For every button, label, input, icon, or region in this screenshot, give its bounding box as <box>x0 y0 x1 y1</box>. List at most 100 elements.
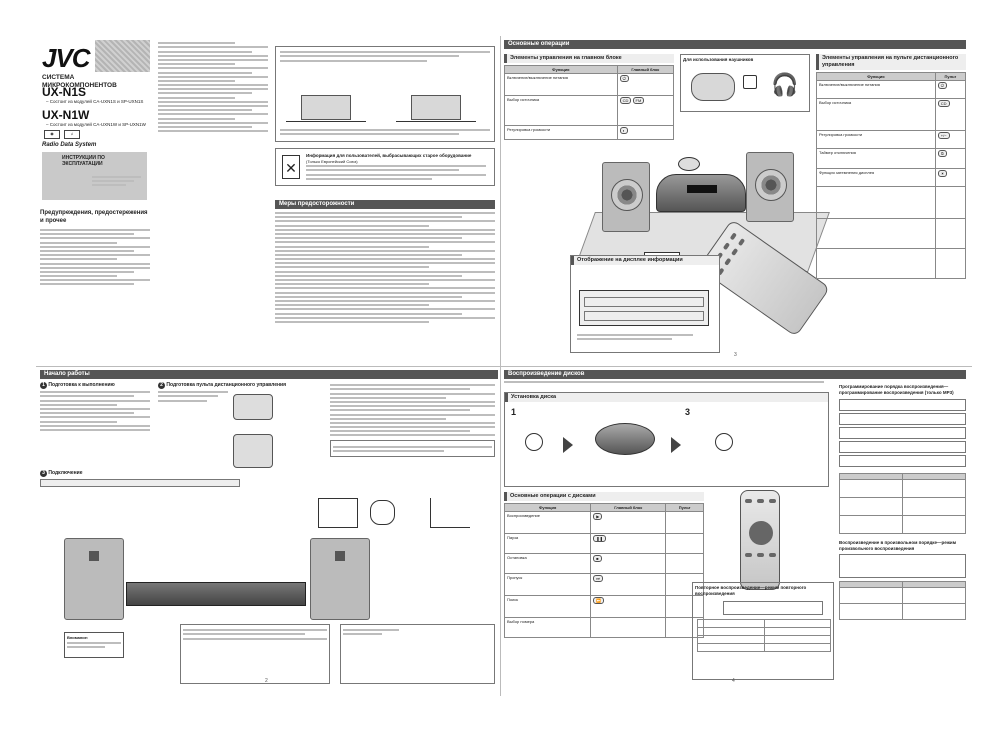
cover-instruction-box: ИНСТРУКЦИИ ПО ЭКСПЛУАТАЦИИ <box>42 152 147 200</box>
caution-box: Внимание: <box>64 632 124 658</box>
page-basic-operations: Основные операции Элементы управления на… <box>504 40 966 362</box>
display-indicators-title: Отображение на дисплее информации <box>571 256 719 265</box>
connection-section: 3 Подключение <box>40 470 495 487</box>
q4-remote-control <box>740 490 780 590</box>
model-2-sub: – Состоит из модулей CA-UXN1W и SP-UXN1W <box>46 122 146 127</box>
speaker-wire-box <box>180 624 330 684</box>
q3-main-unit-back <box>126 582 306 606</box>
page-cover: JVC СИСТЕМА МИКРОКОМПОНЕНТОВ UX-N1S – Со… <box>40 40 498 362</box>
battery-compartment <box>233 394 273 420</box>
system-name: СИСТЕМА МИКРОКОМПОНЕНТОВ <box>42 74 117 90</box>
page-number-2: 2 <box>265 678 268 684</box>
fold-horizontal <box>36 366 972 367</box>
q3-right-speaker <box>310 538 370 620</box>
mp3-logo-icon: ♫ <box>64 130 80 139</box>
remote-sleep-button[interactable]: ⏲ <box>937 149 947 157</box>
precautions-block: Предупреждения, предостережения и прочее <box>40 210 150 360</box>
eu-recycling-box: ✕ Информация для пользователей, выбрасыв… <box>275 148 495 186</box>
brand-logo: JVC <box>42 43 91 73</box>
skip-button[interactable]: ⏭ <box>593 574 603 582</box>
remote-prep: 2 Подготовка пульта дистанционного управ… <box>158 382 328 472</box>
eu-title: Информация для пользователей, выбрасываю… <box>306 153 472 158</box>
unit-display <box>687 185 717 193</box>
pause-button[interactable]: ❚❚ <box>593 534 606 542</box>
model-2: UX-N1W <box>42 108 90 122</box>
power-prep: 1 Подготовка к выполнению <box>40 382 150 433</box>
remote-controls: Элементы управления на пульте дистанцион… <box>816 54 966 279</box>
volume-knob[interactable]: ◐ <box>619 126 629 134</box>
instructions-title: ИНСТРУКЦИИ ПО ЭКСПЛУАТАЦИИ <box>62 155 105 168</box>
warnings-column <box>158 40 268 190</box>
remote-power-button[interactable]: ⏻ <box>937 81 947 89</box>
page-disc-playback: Воспроизведение дисков Установка диска 1… <box>504 370 966 688</box>
right-speaker <box>746 152 794 222</box>
power-button[interactable]: ⏻ <box>619 74 629 82</box>
unit-side-view <box>301 95 351 120</box>
headphone-jack-icon <box>743 75 757 89</box>
cover-stripe <box>95 40 150 72</box>
fm-am-button[interactable]: FM <box>632 96 645 104</box>
stop-button[interactable]: ■ <box>593 554 602 562</box>
model-1: UX-N1S <box>42 85 87 99</box>
getting-started-heading: Начало работы <box>40 370 498 379</box>
remote-volume-button[interactable]: +/− <box>937 131 950 139</box>
step3-play-icon <box>715 433 733 451</box>
play-button[interactable]: ▶ <box>593 512 603 520</box>
remote-dpad[interactable] <box>749 521 773 545</box>
step1-power-icon <box>525 433 543 451</box>
am-loop-antenna-icon <box>370 500 395 525</box>
disc-playback-heading: Воспроизведение дисков <box>504 370 966 379</box>
step2-disc-icon <box>595 423 655 455</box>
safety-heading: Меры предосторожности <box>275 200 495 209</box>
remote-dimmer-button[interactable]: ☀ <box>937 169 948 177</box>
safety-section: Меры предосторожности <box>275 200 495 325</box>
display-diagram <box>579 290 709 326</box>
disc-ops-title: Основные операции с дисками <box>504 492 704 501</box>
remote-controls-title: Элементы управления на пульте дистанцион… <box>816 54 966 70</box>
rds-badge: Radio Data System <box>42 142 97 148</box>
page-number-3: 3 <box>734 352 737 358</box>
q3-left-speaker <box>64 538 124 620</box>
disc-logo-icon: ◉ <box>44 130 60 139</box>
remote-source-button[interactable]: CD <box>937 99 950 107</box>
left-speaker <box>602 162 650 232</box>
main-unit-controls-title: Элементы управления на главном блоке <box>504 54 674 63</box>
model-1-sub: – Состоит из модулей CA-UXN1S и SP-UXN1S <box>46 99 144 104</box>
antenna-stand-icon <box>430 498 470 528</box>
arrow-icon <box>563 437 573 453</box>
crossed-bin-icon: ✕ <box>282 155 300 179</box>
program-section: Программирование порядка воспроизведения… <box>839 384 966 620</box>
insert-disc-box: Установка диска 1 3 <box>504 392 829 487</box>
unit-closeup <box>691 73 735 101</box>
basic-ops-heading: Основные операции <box>504 40 966 49</box>
page-number-4: 4 <box>732 678 735 684</box>
cd-button[interactable]: CD <box>619 96 632 104</box>
ventilation-diagram <box>275 46 495 142</box>
fm-antenna-icon <box>318 498 358 528</box>
unit-front-view <box>411 95 461 120</box>
arrow-icon <box>671 437 681 453</box>
insert-disc-title: Установка диска <box>505 393 828 402</box>
disc-tray-callout <box>678 157 700 171</box>
headphones-title: Для использования наушников <box>683 57 754 62</box>
battery-insert <box>233 434 273 468</box>
ferrite-core-box <box>340 624 495 684</box>
eu-subtitle: (Только Европейский Союз) <box>306 159 358 164</box>
cover-block: JVC СИСТЕМА МИКРОКОМПОНЕНТОВ UX-N1S – Со… <box>40 40 150 205</box>
headphones-icon: 🎧 <box>771 72 799 97</box>
caution-text <box>330 382 495 457</box>
headphones-box: Для использования наушников 🎧 <box>680 54 810 112</box>
display-indicators-box: Отображение на дисплее информации <box>570 255 720 353</box>
main-unit-controls: Элементы управления на главном блоке Фун… <box>504 54 675 140</box>
repeat-box: Повторное воспроизведение—режим повторно… <box>692 582 834 680</box>
page-getting-started: Начало работы 1 Подготовка к выполнению … <box>40 370 498 688</box>
main-unit <box>656 174 746 212</box>
product-illustration: Датчик пульта ДУ <box>573 152 830 312</box>
search-button[interactable]: ⏩ <box>593 596 605 604</box>
precautions-heading: Предупреждения, предостережения и прочее <box>40 210 148 224</box>
